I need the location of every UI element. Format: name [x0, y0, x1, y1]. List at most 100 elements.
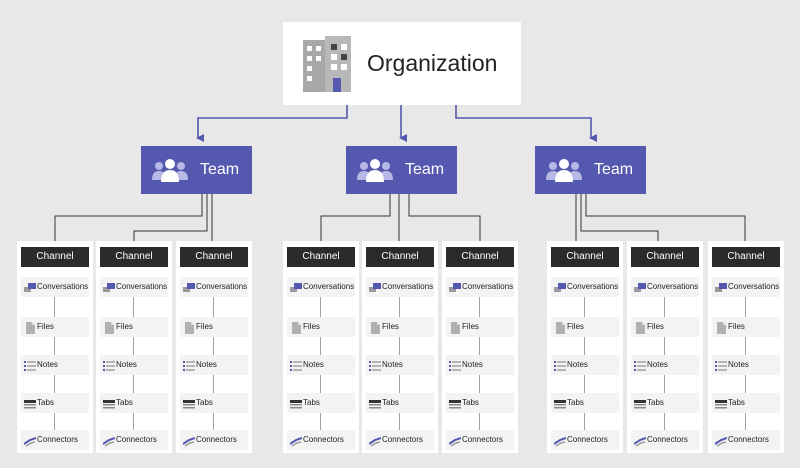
channel-item: Connectors	[551, 430, 619, 450]
channel-item-label: Files	[303, 322, 320, 331]
connectors-icon	[289, 434, 303, 447]
conversations-icon	[634, 281, 646, 293]
channel-item: Tabs	[631, 393, 699, 413]
channel-header: Channel	[712, 247, 780, 267]
channel-item: Files	[287, 317, 355, 337]
channel-item: Tabs	[180, 393, 248, 413]
channel-item: Conversations	[712, 277, 780, 297]
channel-header: Channel	[631, 247, 699, 267]
cell-connector-line	[54, 413, 55, 430]
cell-connector-line	[399, 375, 400, 393]
arrow-to-team-3	[455, 105, 597, 142]
channel-header: Channel	[551, 247, 619, 267]
team2-channel1-line	[320, 194, 391, 249]
file-icon	[715, 321, 727, 334]
channel-item: Tabs	[287, 393, 355, 413]
channel-item-label: Tabs	[382, 398, 399, 407]
channel-item: Notes	[21, 355, 89, 375]
channel-item-label: Files	[37, 322, 54, 331]
tabs-icon	[24, 397, 36, 409]
channel-item: Conversations	[21, 277, 89, 297]
channel-item: Connectors	[21, 430, 89, 450]
channel-item-label: Notes	[382, 360, 403, 369]
channel-item: Notes	[551, 355, 619, 375]
tabs-icon	[103, 397, 115, 409]
cell-connector-line	[399, 337, 400, 355]
cell-connector-line	[54, 375, 55, 393]
channel-item-label: Conversations	[382, 282, 434, 291]
channel-item-label: Notes	[37, 360, 58, 369]
channel-item: Tabs	[366, 393, 434, 413]
notes-icon	[290, 359, 302, 371]
team3-channel3-line	[585, 194, 746, 249]
notes-icon	[715, 359, 727, 371]
channel-item: Conversations	[287, 277, 355, 297]
channel-item-label: Tabs	[728, 398, 745, 407]
team-label: Team	[594, 161, 634, 178]
channel-item: Tabs	[551, 393, 619, 413]
channel-item-label: Files	[647, 322, 664, 331]
channel-item-label: Conversations	[462, 282, 514, 291]
channel-item: Files	[100, 317, 168, 337]
cell-connector-line	[133, 375, 134, 393]
channel-item: Connectors	[100, 430, 168, 450]
channel-item: Notes	[180, 355, 248, 375]
channel-item: Files	[366, 317, 434, 337]
channel-header: Channel	[446, 247, 514, 267]
cell-connector-line	[584, 375, 585, 393]
cell-connector-line	[745, 375, 746, 393]
arrow-to-team-1	[196, 105, 348, 142]
cell-connector-line	[479, 297, 480, 317]
channel-item: Conversations	[631, 277, 699, 297]
cell-connector-line	[664, 337, 665, 355]
channel-item-label: Notes	[462, 360, 483, 369]
channel-item: Conversations	[551, 277, 619, 297]
channel-item: Tabs	[446, 393, 514, 413]
cell-connector-line	[54, 297, 55, 317]
channel-item-label: Files	[116, 322, 133, 331]
channel-item: Files	[21, 317, 89, 337]
conversations-icon	[183, 281, 195, 293]
cell-connector-line	[320, 413, 321, 430]
connectors-icon	[714, 434, 728, 447]
connectors-icon	[448, 434, 462, 447]
channel-item-label: Tabs	[116, 398, 133, 407]
people-icon	[546, 159, 582, 182]
channel-header: Channel	[180, 247, 248, 267]
channel-item-label: Notes	[728, 360, 749, 369]
channel-item: Files	[180, 317, 248, 337]
tabs-icon	[369, 397, 381, 409]
organization-node: Organization	[283, 22, 521, 105]
team-label: Team	[405, 161, 445, 178]
cell-connector-line	[133, 337, 134, 355]
cell-connector-line	[320, 297, 321, 317]
channel-item-label: Tabs	[37, 398, 54, 407]
conversations-icon	[369, 281, 381, 293]
cell-connector-line	[54, 337, 55, 355]
cell-connector-line	[664, 297, 665, 317]
notes-icon	[369, 359, 381, 371]
channel-item: Files	[551, 317, 619, 337]
channel-item-label: Connectors	[37, 435, 78, 444]
channel-item: Notes	[366, 355, 434, 375]
file-icon	[290, 321, 302, 334]
cell-connector-line	[584, 337, 585, 355]
team1-channel2-line	[133, 194, 208, 249]
channel-item: Notes	[631, 355, 699, 375]
channel-item: Notes	[446, 355, 514, 375]
channel-item-label: Connectors	[196, 435, 237, 444]
channel-item-label: Tabs	[567, 398, 584, 407]
notes-icon	[554, 359, 566, 371]
channel-item-label: Files	[382, 322, 399, 331]
team3-channel2-line	[580, 194, 659, 249]
tabs-icon	[634, 397, 646, 409]
org-team-arrows	[196, 105, 597, 142]
